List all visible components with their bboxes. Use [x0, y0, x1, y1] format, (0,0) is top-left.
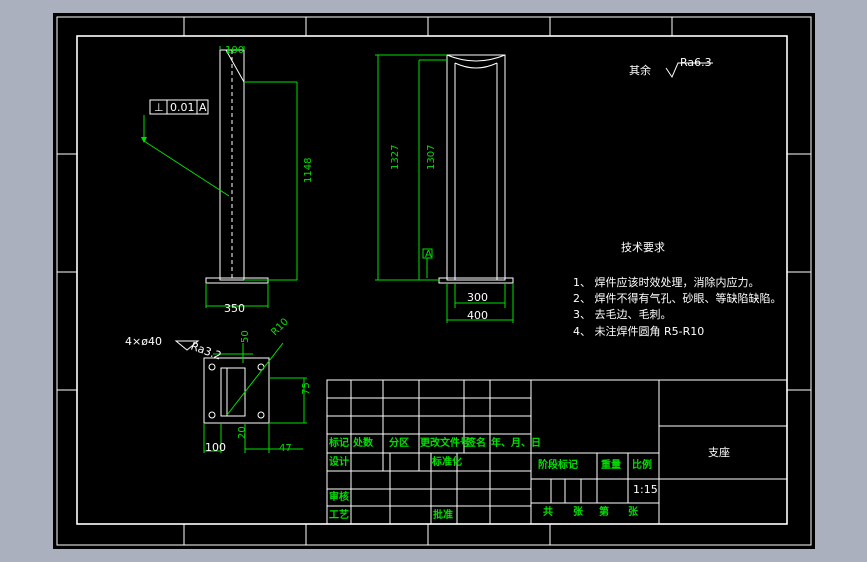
dim-inner-height: 1307: [426, 145, 437, 170]
dim-47: 47: [279, 443, 292, 454]
tb-shenhe: 审核: [329, 490, 349, 503]
tb-part-name: 支座: [708, 445, 730, 459]
tb-di: 第: [599, 505, 609, 518]
tb-biaoji: 标记: [328, 436, 349, 449]
tech-req-item-1: 1、 焊件应该时效处理，消除内应力。: [573, 275, 760, 289]
dim-100: 100: [205, 441, 226, 454]
tb-gengai: 更改文件号: [420, 436, 470, 449]
tolerance-datum: A: [199, 101, 207, 114]
tolerance-value: 0.01: [170, 101, 195, 114]
dim-base-width: 350: [224, 302, 245, 315]
tb-zhongliang: 重量: [601, 458, 621, 471]
outer-border: [56, 16, 812, 546]
dim-height-main: 1148: [303, 158, 314, 183]
dim-radius: R10: [269, 316, 291, 338]
tb-chushu: 处数: [352, 436, 374, 449]
datum-label: A: [425, 249, 432, 260]
dim-width-300: 300: [467, 291, 488, 304]
title-block: [326, 379, 788, 525]
tolerance-frame: [149, 99, 209, 115]
tech-req-item-4: 4、 未注焊件圆角 R5-R10: [573, 324, 704, 338]
tolerance-symbol: ⊥: [154, 101, 164, 114]
tb-gong: 共: [543, 505, 553, 518]
dim-50: 50: [240, 330, 251, 343]
roughness-symbol: [665, 62, 713, 79]
tb-zhang1: 张: [573, 505, 584, 518]
tech-req-item-3: 3、 去毛边、毛刺。: [573, 308, 672, 321]
roughness-small: Ra3.2: [189, 340, 223, 363]
tb-sheji: 设计: [329, 455, 349, 468]
tb-fenqu: 分区: [389, 436, 409, 449]
dim-75: 75: [301, 382, 312, 395]
drawing-canvas: 100 1148 350 ⊥ 0.01 A 1327 1307 A 300 40…: [56, 16, 812, 546]
dim-width-400: 400: [467, 309, 488, 322]
tech-req-item-2: 2、 焊件不得有气孔、砂眼、等缺陷缺陷。: [573, 291, 782, 305]
tb-gongyi: 工艺: [329, 508, 349, 521]
side-view: [375, 54, 514, 323]
zone-marks: [57, 17, 811, 545]
top-view: [174, 340, 307, 453]
roughness-value: Ra6.3: [680, 56, 712, 69]
tb-biaozhunhua: 标准化: [431, 455, 462, 468]
tb-jieduan: 阶段标记: [538, 458, 578, 471]
tb-qianming: 签名: [465, 436, 486, 449]
dim-20: 20: [237, 426, 248, 439]
cad-drawing-viewport[interactable]: 100 1148 350 ⊥ 0.01 A 1327 1307 A 300 40…: [53, 13, 815, 549]
dim-top-width: 100: [225, 45, 244, 56]
dim-overall-height: 1327: [390, 145, 401, 170]
tb-zhang2: 张: [628, 505, 639, 518]
tb-date: 年、月、日: [491, 436, 541, 449]
tb-scale: 1:15: [633, 483, 658, 496]
roughness-other-label: 其余: [629, 63, 651, 77]
front-view: [141, 46, 298, 308]
dim-holes: 4×ø40: [125, 335, 162, 348]
tb-pizhun: 批准: [433, 508, 453, 521]
tech-req-title: 技术要求: [621, 241, 665, 254]
tb-bili: 比例: [632, 458, 652, 471]
